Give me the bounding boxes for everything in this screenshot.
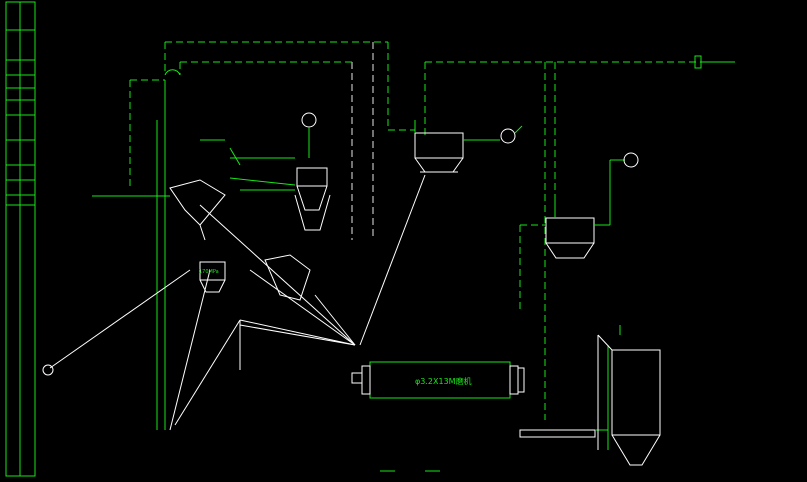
diagonal-lines <box>42 174 426 431</box>
mill-label: φ3.2X13M磨机 <box>415 376 472 386</box>
left-pipes <box>92 79 170 430</box>
fan-top <box>301 112 317 158</box>
hopper-label: 170MPa <box>199 269 219 275</box>
ball-mill: φ3.2X13M磨机 <box>351 361 525 399</box>
title-block <box>5 1 36 477</box>
bag-filter-top <box>414 125 523 173</box>
cement-silo <box>597 334 661 466</box>
top-dashed-duct <box>164 41 415 240</box>
screw-conveyor <box>519 345 609 450</box>
bag-filter-right <box>545 152 639 259</box>
separator-left: 170MPa <box>169 179 311 301</box>
cyclone-group <box>294 167 331 231</box>
right-duct <box>424 55 735 420</box>
green-small-lines <box>200 120 621 335</box>
